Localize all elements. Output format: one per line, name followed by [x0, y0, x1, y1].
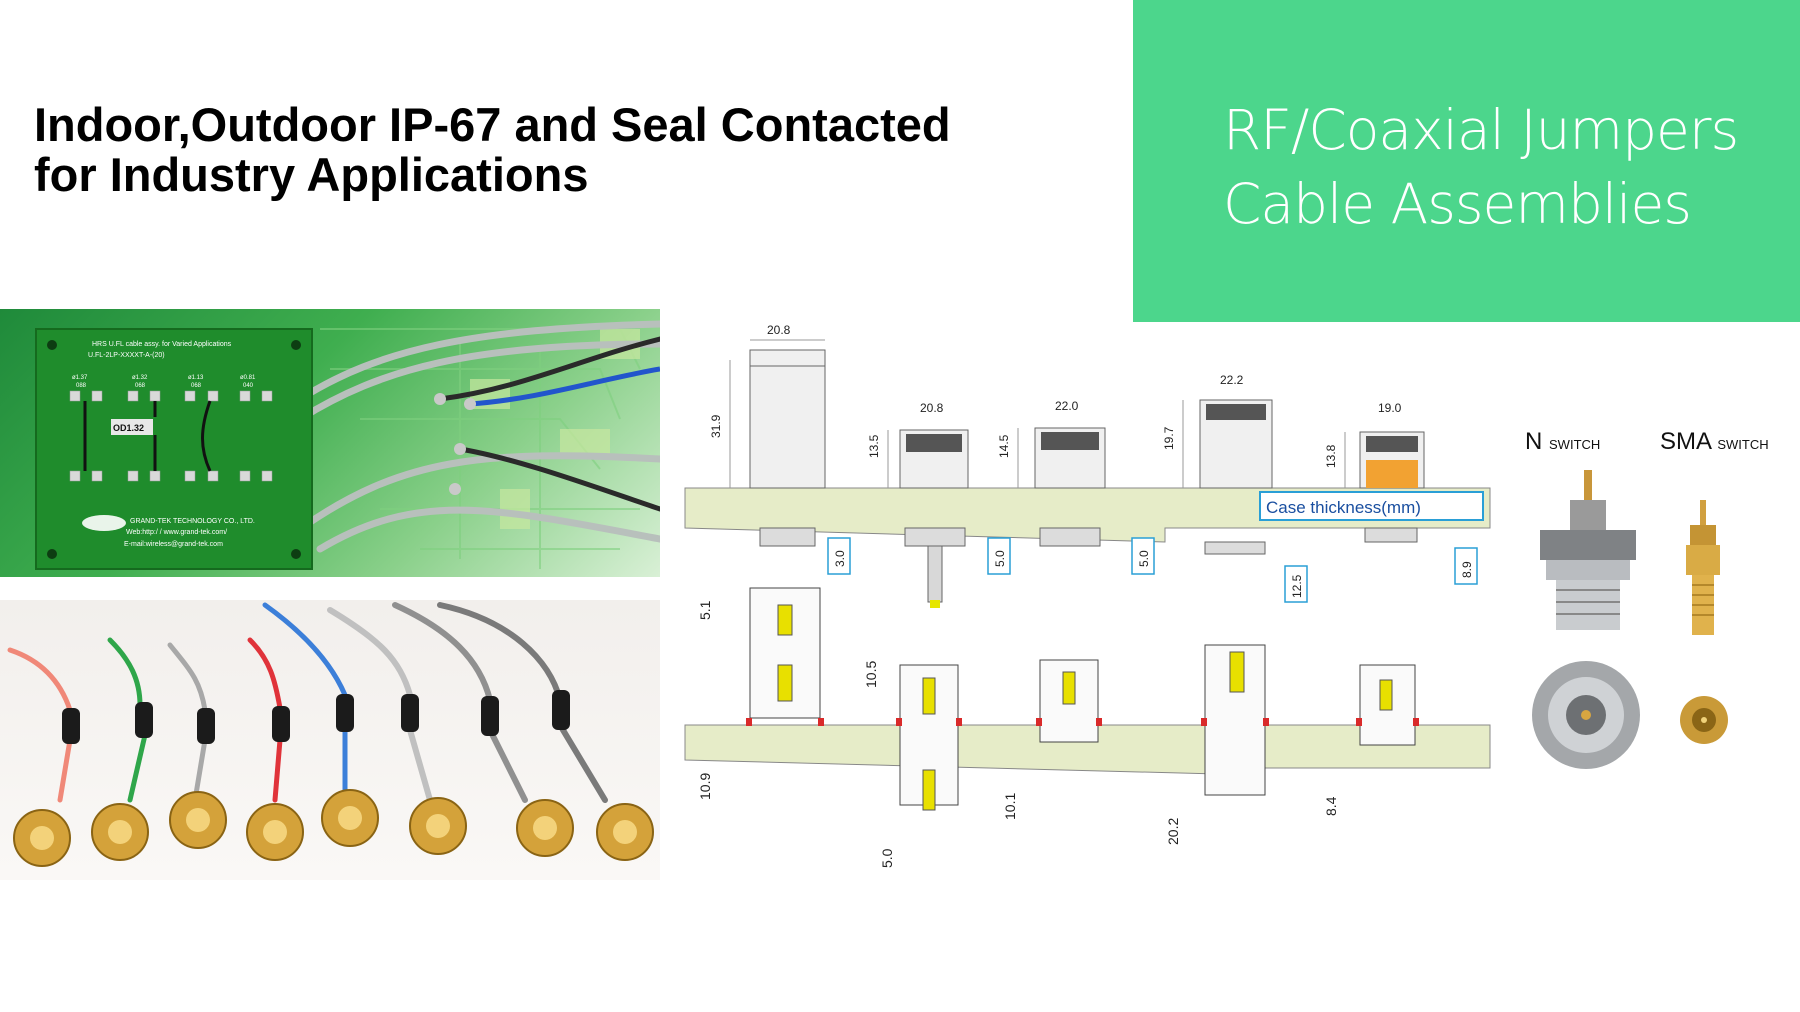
dim-top-width-3: 22.0	[1055, 399, 1079, 413]
title-panel: RF/Coaxial Jumpers Cable Assemblies	[1133, 0, 1800, 322]
dim-bottom-6: 20.2	[1165, 818, 1181, 845]
title-panel-line-1: RF/Coaxial Jumpers	[1223, 98, 1739, 162]
dim-bottom-4: 5.0	[879, 848, 895, 868]
case-value-1: 3.0	[833, 550, 847, 567]
pcb-cable-photo: HRS U.FL cable assy. for Varied Applicat…	[0, 309, 660, 577]
pcb-code-2: 068	[135, 383, 146, 389]
dim-bottom-1: 5.1	[697, 600, 713, 620]
dim-bottom-5: 10.1	[1002, 793, 1018, 820]
pcb-code-1: 088	[76, 383, 87, 389]
grand-tek-logo	[82, 515, 126, 531]
diagram-graphic: 20.8 20.8 22.0 22.2 19.0 31.9 13.5 14.5 …	[684, 323, 1491, 868]
sma-cable-photo	[0, 600, 660, 880]
dim-top-width-5: 19.0	[1378, 401, 1402, 415]
pcb-photo-graphic: HRS U.FL cable assy. for Varied Applicat…	[35, 320, 660, 570]
dim-top-height-2: 13.5	[867, 434, 881, 458]
dim-bottom-3: 10.5	[863, 661, 879, 688]
case-thickness-label: Case thickness(mm)	[1266, 498, 1421, 517]
pcb-size-1: ø1.37	[72, 375, 88, 381]
case-value-5: 8.9	[1460, 561, 1474, 578]
n-switch-sub: SWITCH	[1549, 437, 1601, 452]
sma-cable-graphic	[7, 602, 654, 867]
panel-mount-diagram: 20.8 20.8 22.0 22.2 19.0 31.9 13.5 14.5 …	[680, 320, 1500, 880]
pcb-size-2: ø1.32	[132, 375, 148, 381]
n-switch-main: N	[1525, 428, 1543, 455]
sma-switch-main: SMA	[1660, 428, 1711, 455]
pcb-company: GRAND-TEK TECHNOLOGY CO., LTD.	[130, 518, 255, 525]
case-value-4: 12.5	[1290, 574, 1304, 598]
pcb-part-number: U.FL-2LP-XXXXT-A-(20)	[88, 352, 165, 359]
dim-top-height-1: 31.9	[709, 414, 723, 438]
title-panel-line-2: Cable Assemblies	[1223, 172, 1692, 236]
dim-bottom-2: 10.9	[697, 773, 713, 800]
case-value-2: 5.0	[993, 550, 1007, 567]
headline-line-1: Indoor,Outdoor IP-67 and Seal Contacted	[34, 98, 951, 151]
pcb-size-4: ø0.81	[240, 375, 256, 381]
pcb-web: Web:http:/ / www.grand-tek.com/	[126, 529, 227, 536]
switch-connectors-graphic	[1532, 470, 1728, 769]
sma-switch-sub: SWITCH	[1717, 437, 1769, 452]
dim-top-width-1: 20.8	[767, 323, 791, 337]
sma-switch-label: SMA SWITCH	[1660, 428, 1769, 456]
pcb-code-3: 068	[191, 383, 202, 389]
dim-bottom-7: 8.4	[1323, 796, 1339, 816]
dim-top-height-4: 19.7	[1162, 426, 1176, 450]
pcb-code-4: 040	[243, 383, 254, 389]
switch-connectors: N SWITCH SMA SWITCH	[1500, 420, 1800, 840]
pcb-title: HRS U.FL cable assy. for Varied Applicat…	[92, 341, 232, 348]
pcb-od-tag: OD1.32	[113, 423, 144, 433]
dim-top-height-5: 13.8	[1324, 444, 1338, 468]
pcb-size-3: ø1.13	[188, 375, 204, 381]
pcb-email: E-mail:wireless@grand-tek.com	[124, 541, 223, 548]
dim-top-width-4: 22.2	[1220, 373, 1244, 387]
n-switch-label: N SWITCH	[1525, 428, 1600, 456]
dim-top-width-2: 20.8	[920, 401, 944, 415]
dim-top-height-3: 14.5	[997, 434, 1011, 458]
case-value-3: 5.0	[1137, 550, 1151, 567]
headline-line-2: for Industry Applications	[34, 148, 589, 201]
headline: Indoor,Outdoor IP-67 and Seal Contacted …	[34, 100, 1054, 200]
